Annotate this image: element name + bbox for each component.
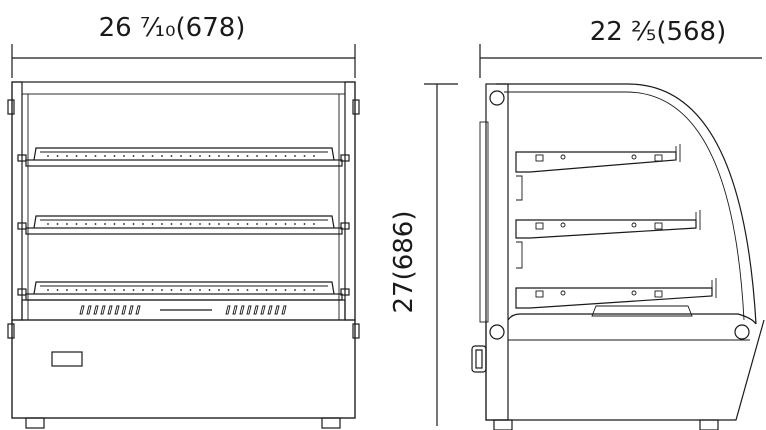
- front-shelf-2: [17, 215, 350, 235]
- front-foot-left: [25, 417, 45, 429]
- front-view: [7, 81, 360, 429]
- side-curved-glass: [496, 83, 757, 325]
- front-case-outline: [11, 81, 356, 419]
- side-shelf-2: [515, 210, 701, 269]
- width-dimension-line: [11, 44, 356, 78]
- height-dimension-label: 27(686): [389, 211, 419, 314]
- side-foot-left: [493, 419, 513, 430]
- front-vent-slots: [79, 305, 287, 315]
- width-dimension-label: 26 ⁷⁄₁₀(678): [99, 13, 246, 43]
- depth-dimension-line: [479, 44, 762, 78]
- side-power-knob: [471, 345, 487, 373]
- front-base-cabinet: [11, 319, 356, 419]
- height-dimension-line: [424, 83, 458, 426]
- side-shelf-1: [515, 144, 681, 201]
- front-shelf-perforations: [47, 155, 315, 291]
- front-control-panel: [51, 351, 83, 367]
- side-shelf-3: [515, 278, 717, 317]
- front-shelf-1: [17, 147, 350, 167]
- side-foot-right: [699, 419, 719, 430]
- front-foot-right: [321, 417, 341, 429]
- side-view: [471, 83, 765, 430]
- depth-dimension-label: 22 ⅖(568): [590, 17, 726, 47]
- front-shelf-3: [17, 281, 350, 301]
- side-base-cabinet: [485, 319, 765, 421]
